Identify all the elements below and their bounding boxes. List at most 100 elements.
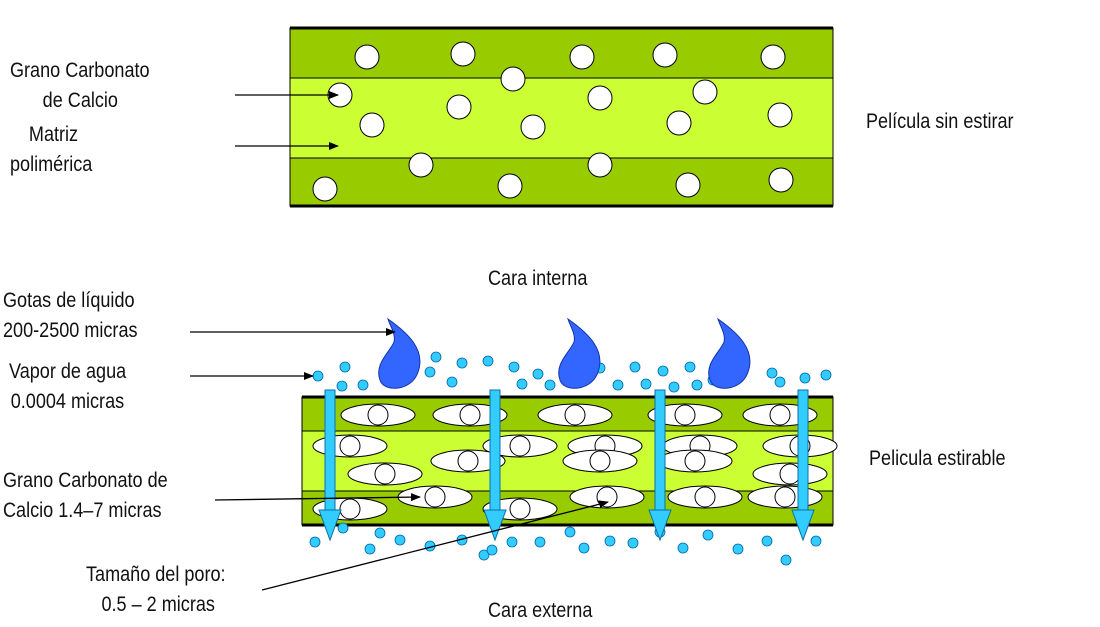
carbonate-grain xyxy=(564,404,586,426)
vapor-dot xyxy=(424,366,436,378)
carbonate-grain xyxy=(509,498,531,520)
pore-size-label: Tamaño del poro: 0.5 – 2 micras xyxy=(86,560,226,620)
flow-arrow-shaft xyxy=(489,389,501,511)
vapor-dot xyxy=(516,378,528,390)
vapor-dot xyxy=(640,378,652,390)
flow-arrow-head xyxy=(318,509,342,542)
carbonate-grain xyxy=(587,152,613,178)
flow-arrow-shaft xyxy=(654,389,666,511)
grain-size-label-line2: Calcio 1.4–7 micras xyxy=(3,499,162,522)
carbonate-grain xyxy=(424,486,446,508)
vapor-dot xyxy=(486,544,498,556)
vapor-dot xyxy=(312,370,324,382)
vapor-dot xyxy=(677,542,689,554)
inner-face-label: Cara interna xyxy=(488,267,588,290)
carbonate-grain xyxy=(674,404,696,426)
carbonate-grain xyxy=(587,85,613,111)
carbonate-grain xyxy=(589,450,611,472)
vapor-dot xyxy=(456,357,468,369)
vapor-dot xyxy=(766,367,778,379)
vapor-dot xyxy=(446,376,458,388)
vapor-dot xyxy=(564,526,576,538)
carbonate-grain xyxy=(359,112,385,138)
matrix-label-line2: polimérica xyxy=(10,153,93,176)
flow-arrow-head xyxy=(483,509,507,542)
carbonate-grain xyxy=(408,152,434,178)
vapor-dot xyxy=(532,368,544,380)
matrix-label-line1: Matriz xyxy=(28,123,79,146)
stretched-film xyxy=(301,395,838,527)
vapor-dot xyxy=(364,543,376,555)
vapor-label: Vapor de agua 0.0004 micras xyxy=(9,357,126,417)
vapor-dot xyxy=(684,361,696,373)
carbonate-grain xyxy=(692,79,718,105)
vapor-flow-arrows xyxy=(318,389,815,542)
vapor-dot xyxy=(780,554,792,566)
carbonate-grain xyxy=(569,44,595,70)
carbonate-grain xyxy=(457,450,479,472)
vapor-dot xyxy=(629,361,641,373)
vapor-dot xyxy=(482,355,494,367)
stretched-film-label: Pelicula estirable xyxy=(869,447,1006,470)
carbonate-grain xyxy=(768,167,794,193)
pore-pointer-arrow xyxy=(261,500,609,591)
carbonate-grain xyxy=(666,110,692,136)
vapor-label-line1: Vapor de agua xyxy=(9,360,127,383)
liquid-drops xyxy=(378,317,751,389)
vapor-dot xyxy=(612,379,624,391)
film-outer-layer-top xyxy=(290,28,833,78)
pore-size-label-line2: 0.5 – 2 micras xyxy=(101,593,215,616)
carbonate-grain xyxy=(767,102,793,128)
grain-label-line1: Grano Carbonato xyxy=(10,59,150,82)
carbonate-grain xyxy=(450,41,476,67)
vapor-dot xyxy=(761,535,773,547)
carbonate-grain xyxy=(312,176,338,202)
grain-label: Grano Carbonato de Calcio xyxy=(10,56,150,116)
vapor-dot xyxy=(657,365,669,377)
vapor-dot xyxy=(810,535,822,547)
vapor-dot xyxy=(478,549,490,561)
vapor-dot xyxy=(508,361,520,373)
vapor-dot xyxy=(430,351,442,363)
liquid-drop xyxy=(708,317,751,389)
drops-label-line1: Gotas de líquido xyxy=(3,289,135,312)
carbonate-grain xyxy=(354,44,380,70)
vapor-dot xyxy=(339,361,351,373)
vapor-dot xyxy=(578,542,590,554)
carbonate-grain xyxy=(509,435,531,457)
carbonate-grain xyxy=(367,404,389,426)
carbonate-grain xyxy=(779,463,801,485)
carbonate-grain xyxy=(760,44,786,70)
vapor-dot xyxy=(774,376,786,388)
carbonate-grain xyxy=(339,435,361,457)
carbonate-grain xyxy=(769,404,791,426)
vapor-dot xyxy=(820,369,832,381)
film-outer-layer-bottom xyxy=(290,158,833,206)
unstretched-film-label: Película sin estirar xyxy=(866,110,1014,133)
carbonate-grain xyxy=(652,42,678,68)
vapor-dot xyxy=(357,379,369,391)
vapor-dot xyxy=(732,543,744,555)
vapor-label-line2: 0.0004 micras xyxy=(10,390,125,413)
vapor-dot xyxy=(668,381,680,393)
flow-arrow-shaft xyxy=(797,389,809,511)
drops-label: Gotas de líquido 200-2500 micras xyxy=(3,286,138,346)
vapor-dot xyxy=(309,536,321,548)
unstretched-film xyxy=(289,26,834,208)
carbonate-grain xyxy=(459,404,481,426)
liquid-drop xyxy=(378,317,421,389)
film-outer-layer-bottom xyxy=(302,491,833,525)
carbonate-grain xyxy=(774,486,796,508)
flow-arrow-head xyxy=(791,509,815,542)
vapor-dot xyxy=(394,534,406,546)
outer-face-label: Cara externa xyxy=(488,599,593,622)
vapor-dot xyxy=(534,536,546,548)
carbonate-grain xyxy=(684,450,706,472)
carbonate-grain xyxy=(694,486,716,508)
vapor-dot xyxy=(336,380,348,392)
vapor-dot xyxy=(691,379,703,391)
carbonate-grain xyxy=(339,498,361,520)
grain-pointer-arrow xyxy=(214,493,421,502)
vapor-dot xyxy=(627,537,639,549)
